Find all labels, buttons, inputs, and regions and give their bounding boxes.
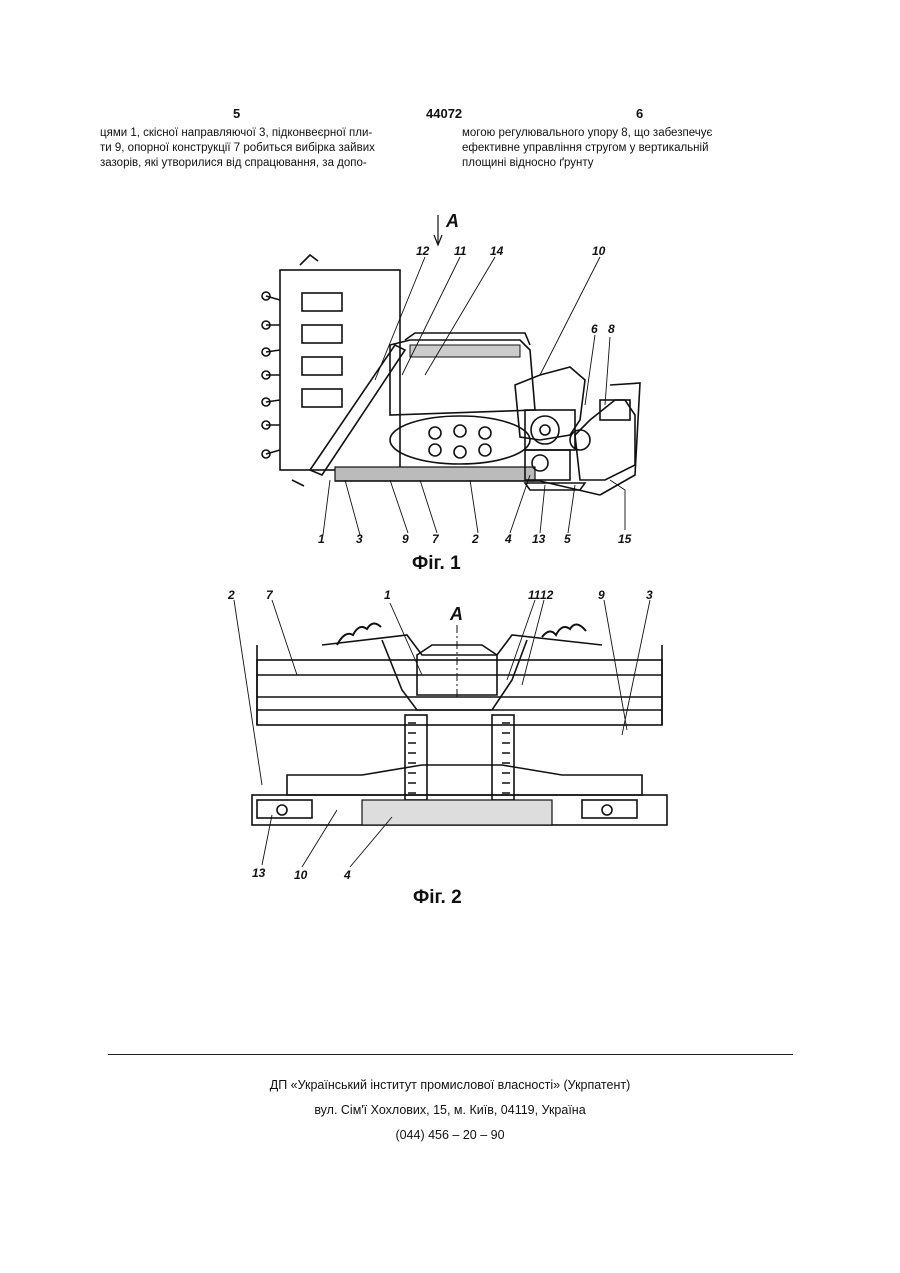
cutter-teeth [262,255,342,486]
text-line: могою регулювального упору 8, що забезпе… [462,126,792,141]
text-line: ефективне управління стругом у вертикаль… [462,141,792,156]
figure-1-caption: Фіг. 1 [412,553,461,575]
fig2-label: 2 [227,588,235,602]
fig1-label: 5 [564,532,571,546]
fig1-label: 9 [402,532,409,546]
right-text-column: могою регулювального упору 8, що забезпе… [462,126,792,171]
figure-2-caption: Фіг. 2 [413,887,462,909]
view-label-a: A [449,604,463,624]
fig2-label: 10 [294,868,308,882]
left-text-column: цями 1, скісної направляючої 3, підконве… [100,126,430,171]
fig1-label: 13 [532,532,546,546]
fig1-label: 2 [471,532,479,546]
fig2-label: 9 [598,588,605,602]
fig1-label: 11 [454,244,467,258]
footer-phone: (044) 456 – 20 – 90 [0,1128,900,1142]
fig2-label: 13 [252,866,266,880]
fig1-label: 4 [504,532,512,546]
footer-divider [108,1054,793,1055]
text-line: ти 9, опорної конструкції 7 робиться виб… [100,141,430,156]
fig1-label: 8 [608,322,615,336]
chain-links [429,425,491,458]
chain-drum [390,416,530,464]
text-line: зазорів, які утворилися від спрацювання,… [100,156,430,171]
fig1-label: 7 [432,532,440,546]
fig1-label: 3 [356,532,363,546]
view-label-a: A [445,211,459,231]
adjusting-stop [575,400,635,480]
conveyor-rails [257,660,662,725]
fig1-label: 12 [416,244,430,258]
chain-right [492,715,514,800]
fig1-label: 10 [592,244,606,258]
fig2-label: 12 [540,588,554,602]
footer-address: вул. Сім'ї Хохлових, 15, м. Київ, 04119,… [0,1103,900,1117]
page-number-left: 5 [233,106,240,121]
fig2-label: 7 [266,588,274,602]
fig2-label: 3 [646,588,653,602]
fig1-label: 14 [490,244,504,258]
figure-1-drawing: A 12 11 14 10 6 8 1 3 9 7 2 4 13 5 15 [240,205,660,550]
patent-number: 44072 [426,106,462,121]
support-base [287,765,642,795]
footer-org: ДП «Український інститут промислової вла… [0,1078,900,1092]
text-line: площині відносно ґрунту [462,156,792,171]
fig2-label: 11 [528,588,541,602]
page-number-right: 6 [636,106,643,121]
fig1-label: 6 [591,322,598,336]
text-line: цями 1, скісної направляючої 3, підконве… [100,126,430,141]
fig2-label: 1 [384,588,391,602]
base-plate [335,467,535,481]
fig1-label: 15 [618,532,632,546]
cutter-block [280,270,400,470]
chain-left [405,715,427,800]
fig1-label: 1 [318,532,325,546]
figure-2-drawing: A 2 7 1 11 12 9 3 13 10 4 [222,585,672,885]
fig2-label: 4 [343,868,351,882]
